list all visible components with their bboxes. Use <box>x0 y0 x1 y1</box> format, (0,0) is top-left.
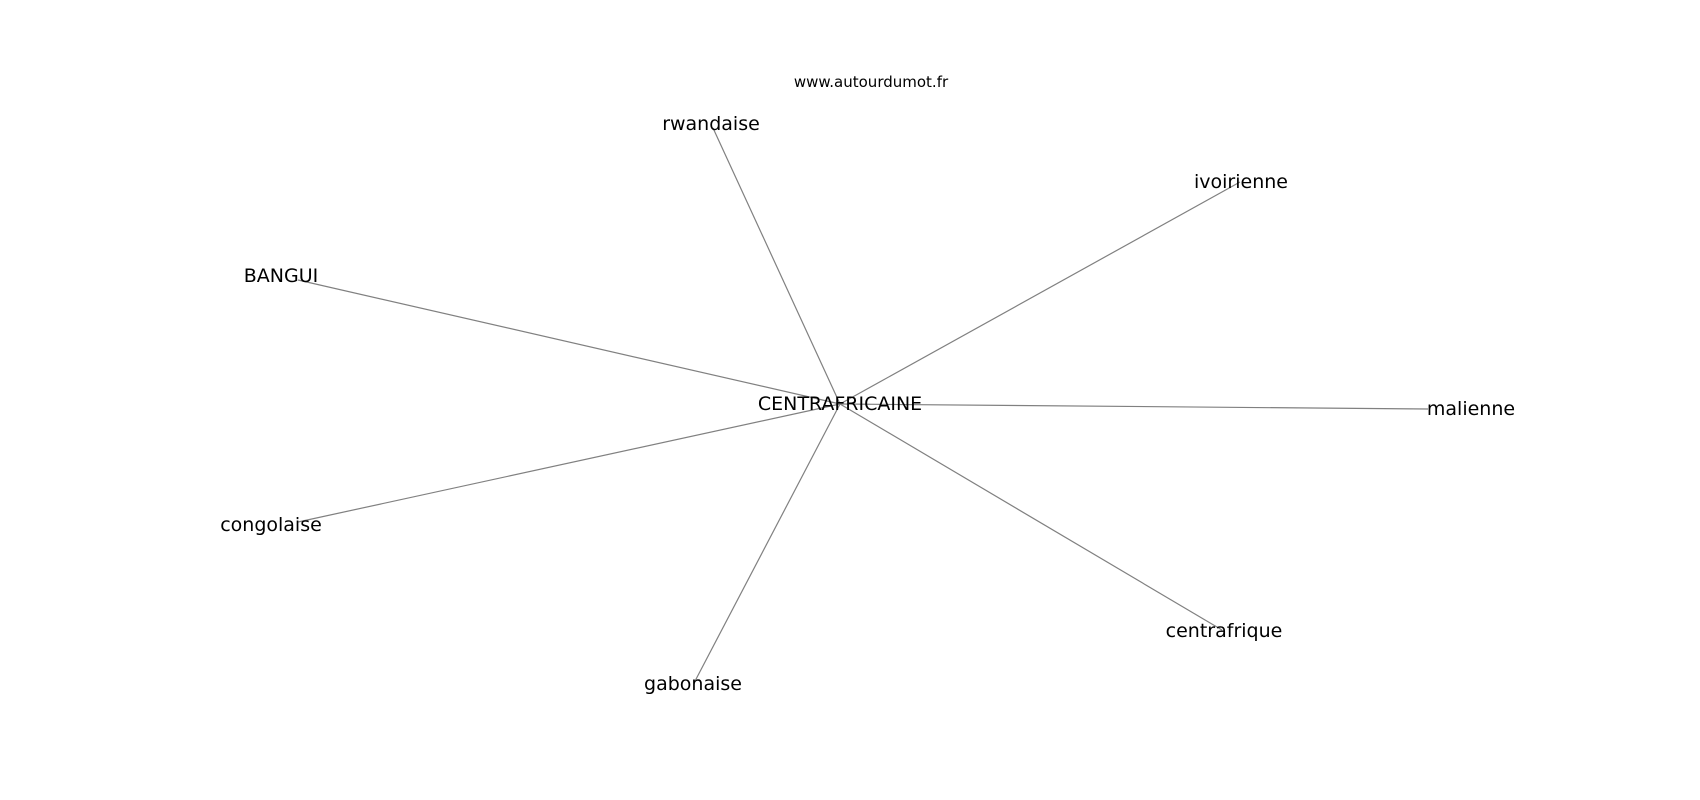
watermark-text: www.autourdumot.fr <box>794 73 949 91</box>
edge-malienne <box>839 403 1429 410</box>
edge-centrafrique <box>839 403 1223 631</box>
edge-congolaise <box>297 403 841 523</box>
graph-labels: www.autourdumot.fr CENTRAFRICAINE rwanda… <box>220 73 1515 695</box>
node-congolaise: congolaise <box>220 514 322 536</box>
node-malienne: malienne <box>1427 398 1515 420</box>
node-ivoirienne: ivoirienne <box>1194 171 1288 193</box>
node-bangui: BANGUI <box>244 265 318 287</box>
graph-edges <box>297 127 1429 684</box>
edge-gabonaise <box>693 403 841 684</box>
node-rwandaise: rwandaise <box>662 113 760 135</box>
node-centrafricaine: CENTRAFRICAINE <box>758 393 922 415</box>
edge-ivoirienne <box>839 181 1241 405</box>
node-centrafrique: centrafrique <box>1166 620 1283 642</box>
edge-bangui <box>297 279 841 405</box>
edge-rwandaise <box>712 127 841 405</box>
node-gabonaise: gabonaise <box>644 673 742 695</box>
